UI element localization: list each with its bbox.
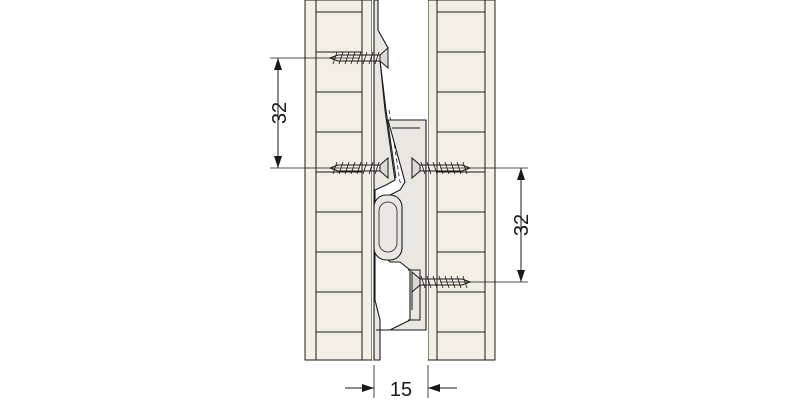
left-board-panel bbox=[304, 0, 373, 361]
right-dimension: 32 bbox=[440, 167, 533, 283]
right-board-rungs bbox=[437, 11, 485, 333]
right-dimension-label: 32 bbox=[511, 214, 533, 236]
left-dimension-label: 32 bbox=[269, 102, 291, 124]
bottom-dimension-label: 15 bbox=[390, 379, 412, 400]
left-dimension: 32 bbox=[269, 57, 360, 169]
screw-icon bbox=[411, 270, 472, 294]
right-board-panel bbox=[427, 0, 496, 361]
screws-group bbox=[328, 46, 472, 294]
bottom-dimension: 15 bbox=[345, 365, 457, 400]
left-board-rungs bbox=[316, 11, 362, 333]
